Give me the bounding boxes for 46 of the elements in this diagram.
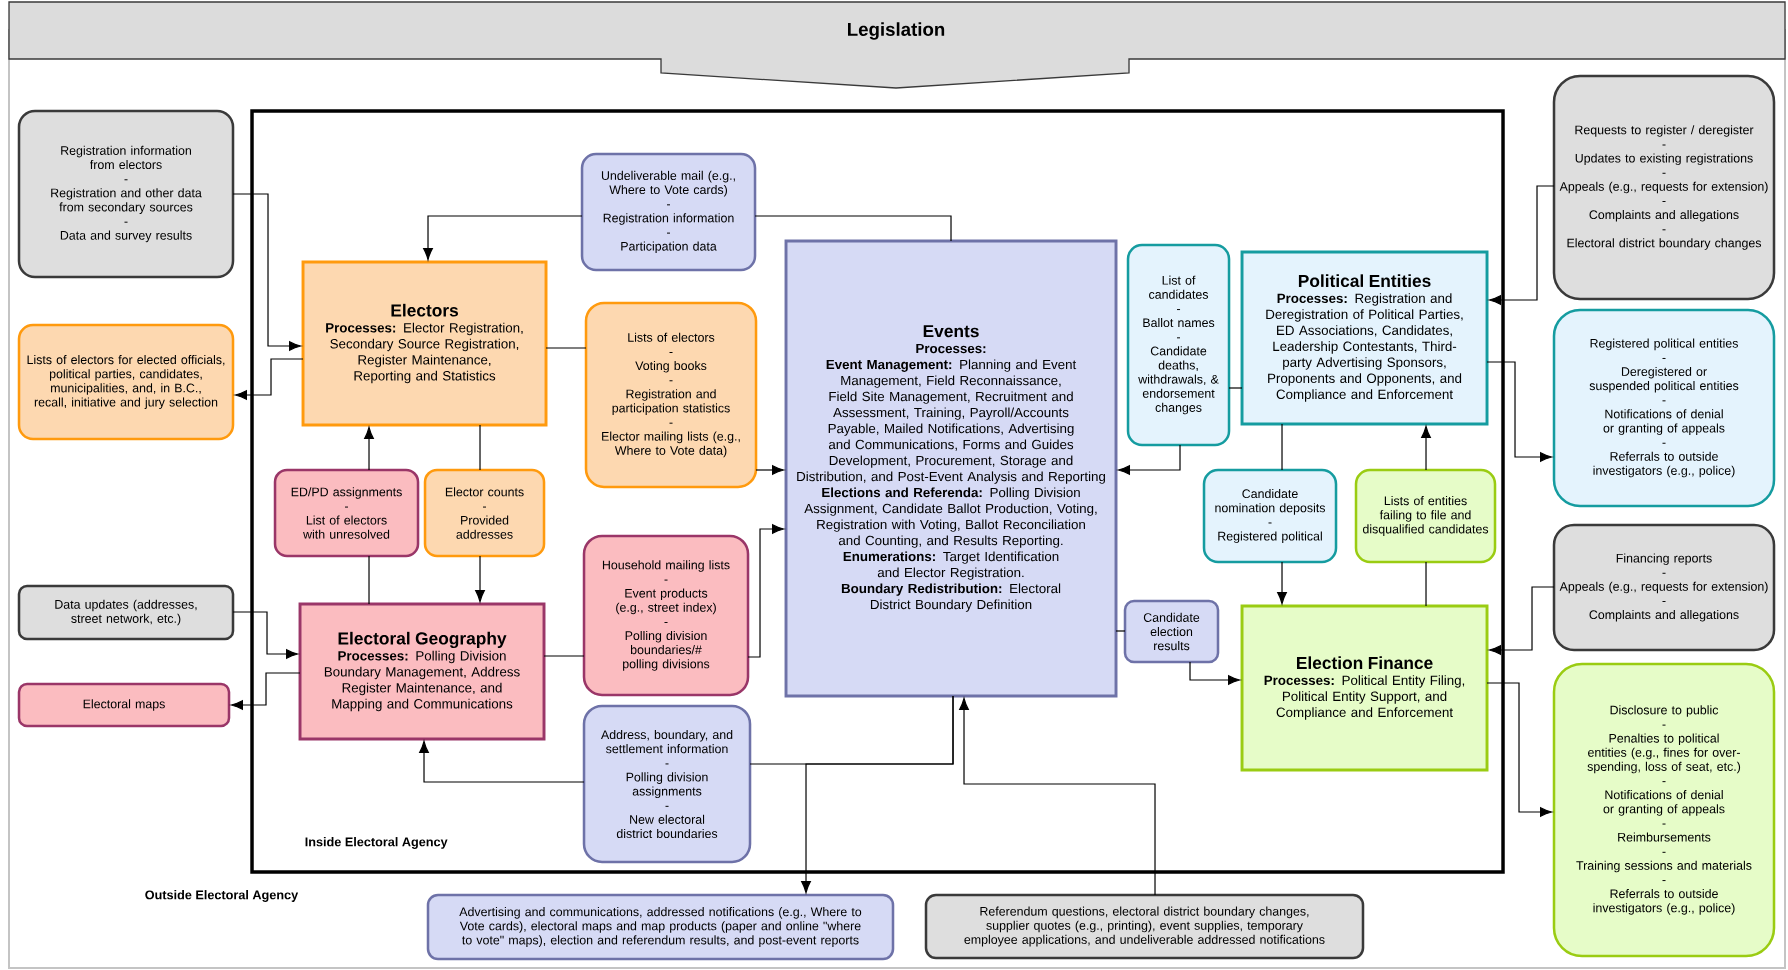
data-box: Advertising and communications, addressed notifications (e.g., Where to Vote cards), electoral maps and map products (paper and online "where to vote" maps), election and referendum results, and post-event reports [426,893,895,961]
arrow [1421,425,1431,471]
arrow [1488,586,1555,655]
arrow [419,740,585,783]
arrow [1486,682,1553,817]
arrow [959,697,1156,896]
data-box: Electoral maps [17,682,231,728]
arrow [1277,561,1287,605]
arrow [475,555,485,603]
data-box: Lists of electors - Voting books - Registration and participation statistics - Elector mailing lists (e.g., Where to Vote data) [584,301,758,489]
data-box: Lists of electors for elected officials, political parties, candidates, municipalities, and, in B.C., recall, initiative and jury selection [17,323,235,441]
data-box: Candidate nomination deposits - Registered political [1202,468,1338,564]
arrow [755,465,785,475]
arrow [1189,661,1241,685]
process-box: Election Finance Processes: Political Entity Filing, Political Entity Support, and Compliance and Enforcement [1240,604,1489,772]
process-box: Political Entities Processes: Registration and Deregistration of Political Parties, ED Associations, Candidates, Leadership Contestants, Third-party Advertising Sponsors, Proponents and Opponents, and Compliance and Enforcement [1240,250,1489,426]
arrow [234,358,304,400]
arrow [423,215,583,261]
data-box: Address, boundary, and settlement information - Polling division assignments - New electoral district boundaries [582,704,752,864]
data-box: Financing reports - Appeals (e.g., requests for extension) - Complaints and allegations [1552,523,1776,652]
data-box: Registered political entities - Deregistered or suspended political entities - Notifications of denial or granting of appeals - Referrals to outside investigators (e.g., police) [1552,308,1776,508]
arrow [1486,361,1553,462]
process-box: Events Processes: Event Management: Planning and Event Management, Field Reconnaissance, Field Site Management, Recruitment and Assessment, Training, Payroll/Accounts Payable, Mailed Notifications, Advertising and Communications, Forms and Guides Development, Procurement, Storage and Distribution, and Post-Event Analysis and Reporting Elections and Referenda: Polling Division Assignment, Candidate Ballot Production, Voting, Registration with Voting, Ballot Reconciliation and Counting, and Results Reporting. Enumerations: Target Identification and Elector Registration. Boundary Redistribution: Electoral District Boundary Definition [784,239,1118,698]
data-box: Referendum questions, electoral district boundary changes, supplier quotes (e.g., printing), event supplies, temporary employee applications, and undeliverable addressed notifications [924,893,1365,960]
banner: Legislation [8,1,1786,89]
data-box: Lists of entities failing to file and disqualified candidates [1354,468,1497,564]
data-box: Elector counts - Provided addresses [423,468,546,558]
data-box: Candidate election results [1123,599,1220,664]
data-box: Household mailing lists - Event products (e.g., street index) - Polling division boundaries/# polling divisions [582,534,750,697]
arrow [364,426,374,471]
arrow [1488,185,1555,305]
arrow [801,695,954,894]
data-box: Data updates (addresses, street network, etc.) [17,584,235,641]
arrow [1117,444,1181,475]
data-box: Registration information from electors - Registration and other data from secondary sources - Data and survey results [17,109,235,279]
process-box: Electoral Geography Processes: Polling Division Boundary Management, Address Register Maintenance, and Mapping and Communications [298,602,546,741]
data-box: Requests to register / deregister - Updates to existing registrations - Appeals (e.g., requests for extension) - Complaints and allegations - Electoral district boundary changes [1552,74,1776,301]
arrow [747,524,785,658]
data-box: List of candidates - Ballot names - Candidate deaths, withdrawals, & endorsement changes [1126,243,1231,447]
arrow [230,672,301,710]
process-box: Electors Processes: Elector Registration, Secondary Source Registration, Register Maintenance, Reporting and Statistics [301,260,548,427]
data-box: Disclosure to public - Penalties to political entities (e.g., fines for over-spending, loss of seat, etc.) - Notifications of denial or granting of appeals - Reimbursements - Training sessions and materials - Referrals to outside investigators (e.g., police) [1552,662,1776,958]
arrow [232,193,302,351]
data-box: Undeliverable mail (e.g., Where to Vote cards) - Registration information - Participation data [580,152,757,272]
arrow [232,611,299,659]
data-box: ED/PD assignments - List of electors with unresolved [273,468,420,558]
